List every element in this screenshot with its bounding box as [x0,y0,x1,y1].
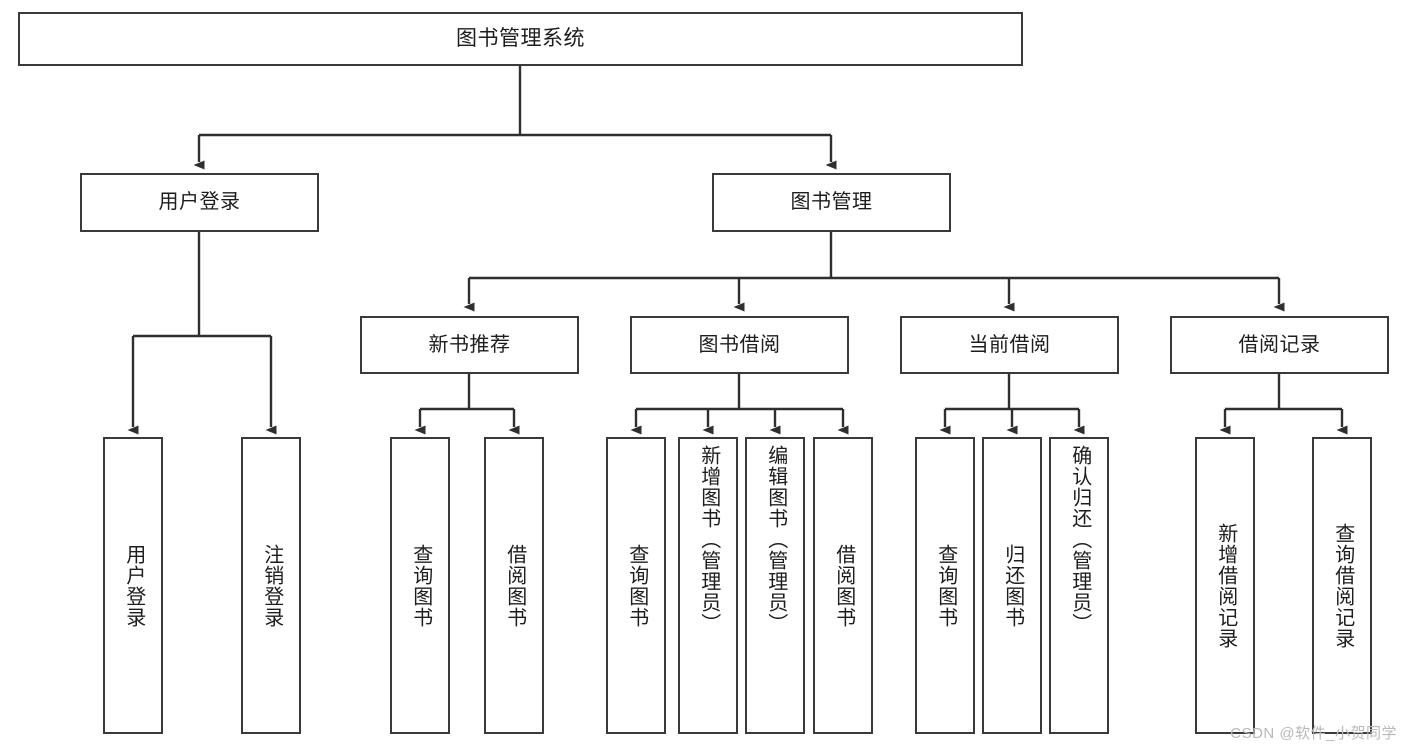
leaf-user-login[interactable]: 用户登录 [103,437,163,734]
leaf-label: 查询借阅记录 [1331,522,1354,649]
node-label: 图书管理系统 [456,26,585,50]
node-current-borrow[interactable]: 当前借阅 [900,316,1119,374]
leaf-label: 确认归还（管理员） [1068,445,1091,634]
leaf-borrow-book[interactable]: 借阅图书 [813,437,873,734]
leaf-add-borrow-record[interactable]: 新增借阅记录 [1195,437,1255,734]
node-book-management[interactable]: 图书管理 [712,173,951,232]
node-label: 借阅记录 [1238,333,1321,356]
node-new-book-recommend[interactable]: 新书推荐 [360,316,579,374]
leaf-label: 借阅图书 [503,543,526,628]
leaf-return-book[interactable]: 归还图书 [982,437,1042,734]
leaf-edit-book-admin[interactable]: 编辑图书（管理员） [745,437,805,734]
leaf-label: 查询图书 [409,543,432,628]
node-label: 当前借阅 [968,333,1051,356]
leaf-query-book-current[interactable]: 查询图书 [915,437,975,734]
leaf-query-book-borrow[interactable]: 查询图书 [606,437,666,734]
node-label: 图书管理 [790,191,873,213]
leaf-label: 新增借阅记录 [1214,522,1237,649]
node-borrow-record[interactable]: 借阅记录 [1170,316,1389,374]
leaf-label: 用户登录 [122,543,145,628]
leaf-label: 查询图书 [625,543,648,628]
node-label: 用户登录 [158,191,241,213]
leaf-logout-login[interactable]: 注销登录 [241,437,301,734]
node-label: 图书借阅 [698,333,781,356]
leaf-borrow-book-recommend[interactable]: 借阅图书 [484,437,544,734]
leaf-add-book-admin[interactable]: 新增图书（管理员） [678,437,738,734]
node-label: 新书推荐 [428,333,511,356]
leaf-query-book-recommend[interactable]: 查询图书 [390,437,450,734]
watermark-text: CSDN @软件_小贺同学 [1230,725,1397,742]
leaf-confirm-return-admin[interactable]: 确认归还（管理员） [1049,437,1109,734]
leaf-query-borrow-record[interactable]: 查询借阅记录 [1312,437,1372,734]
leaf-label: 归还图书 [1001,543,1024,628]
leaf-label: 注销登录 [260,543,283,628]
leaf-label: 查询图书 [934,543,957,628]
leaf-label: 编辑图书（管理员） [764,445,787,634]
leaf-label: 新增图书（管理员） [697,445,720,634]
leaf-label: 借阅图书 [832,543,855,628]
node-book-borrow[interactable]: 图书借阅 [630,316,849,374]
node-user-login[interactable]: 用户登录 [80,173,319,232]
node-root-book-management-system[interactable]: 图书管理系统 [18,12,1023,66]
